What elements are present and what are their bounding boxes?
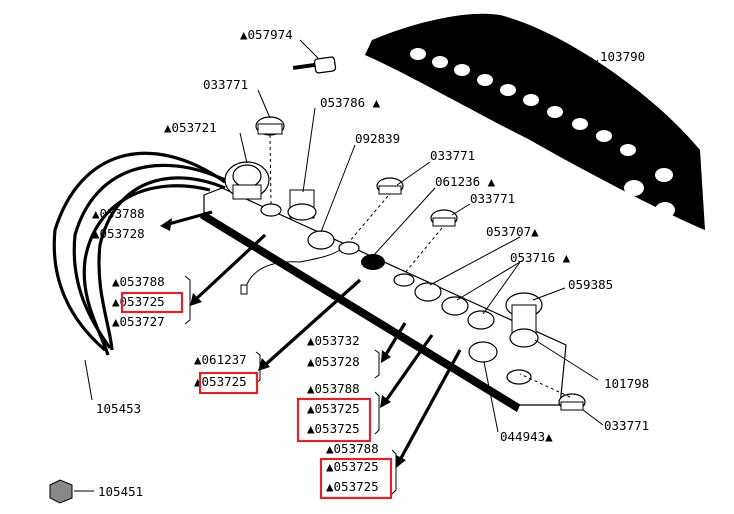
label-switch-b: 061236 ▲ <box>435 174 496 189</box>
key-icon <box>292 56 337 74</box>
hose-bundle <box>52 151 226 356</box>
label-grp2-c: ▲053727 <box>112 314 165 329</box>
rotary-switch <box>287 189 317 221</box>
label-small-part: 105451 <box>98 484 143 499</box>
label-grp3-b: ▲053728 <box>307 354 360 369</box>
label-grp2-b: ▲053725 <box>112 294 165 309</box>
label-grp5-b: ▲053725 <box>307 401 360 416</box>
joystick-knob <box>505 292 543 348</box>
label-cap-e: 033771 <box>604 418 649 433</box>
highlight-box-grp4 <box>198 371 259 395</box>
label-grp5-c: ▲053725 <box>307 421 360 436</box>
label-grp3-a: ▲053732 <box>307 333 360 348</box>
label-plate-top: 103790 <box>600 49 645 64</box>
label-grp6-c: ▲053725 <box>326 479 379 494</box>
label-cap-b: 092839 <box>355 131 400 146</box>
label-grp2-a: ▲053788 <box>112 274 165 289</box>
label-cap-d: 033771 <box>470 191 515 206</box>
highlight-box-grp2 <box>120 291 184 314</box>
label-grp6-a: ▲053788 <box>326 441 379 456</box>
label-switch-e: 044943▲ <box>500 429 553 444</box>
cap-033771-d <box>430 209 458 227</box>
cap-033771-c <box>376 177 404 195</box>
label-key: ▲057974 <box>240 27 293 42</box>
label-hose: 105453 <box>96 401 141 416</box>
label-cap-a: 033771 <box>203 77 248 92</box>
highlight-box-grp6 <box>319 457 393 500</box>
perforated-plate <box>365 13 705 230</box>
small-part-icon <box>49 479 73 504</box>
label-panel: 101798 <box>604 376 649 391</box>
label-knob: 059385 <box>568 277 613 292</box>
label-grp6-b: ▲053725 <box>326 459 379 474</box>
highlight-box-grp5 <box>296 397 372 443</box>
label-switch-d: 053716 ▲ <box>510 250 571 265</box>
label-grp4-b: ▲053725 <box>194 374 247 389</box>
cap-033771-e <box>558 393 586 411</box>
panel-switches <box>260 203 532 385</box>
label-switch-c: 053707▲ <box>486 224 539 239</box>
ignition-switch <box>224 161 270 200</box>
label-ignition: ▲053721 <box>164 120 217 135</box>
label-grp5-a: ▲053788 <box>307 381 360 396</box>
label-grp1-b: ▲053728 <box>92 226 145 241</box>
label-cap-c: 033771 <box>430 148 475 163</box>
label-grp1-a: ▲053788 <box>92 206 145 221</box>
label-grp4-a: ▲061237 <box>194 352 247 367</box>
cap-033771-a <box>255 116 285 136</box>
label-switch-a: 053786 ▲ <box>320 95 381 110</box>
